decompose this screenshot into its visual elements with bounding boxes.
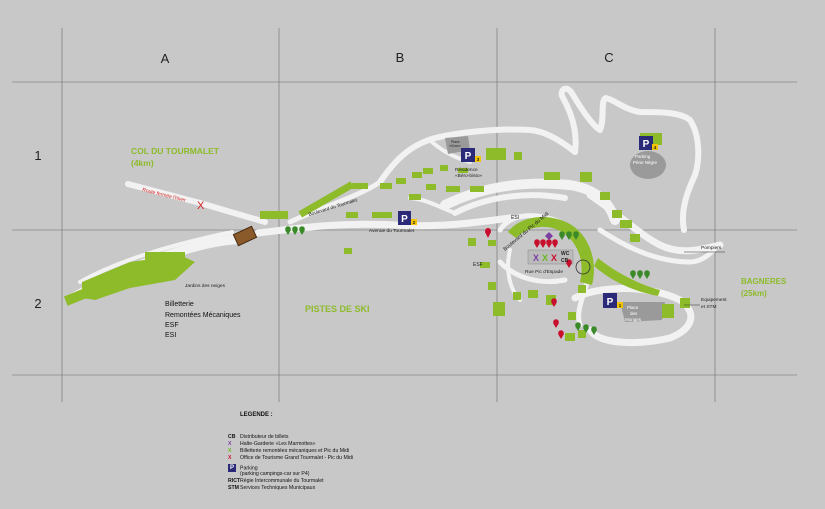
grid-row-1: 1: [34, 148, 41, 163]
service-esf: ESF: [165, 322, 179, 329]
grid-col-c: C: [604, 50, 613, 65]
bagneres-distance: (25km): [741, 289, 767, 298]
svg-text:4: 4: [654, 145, 657, 150]
jardins-neiges-label: Jardins des neiges: [185, 283, 226, 289]
place-monges-label-2: des: [630, 311, 638, 316]
legend-item-stm: STMServices Techniques Municipaux: [228, 485, 316, 491]
cb-label: CB: [561, 258, 569, 264]
svg-text:1: 1: [619, 303, 622, 308]
pin-red-icon: [546, 239, 552, 248]
pin-red-icon: [540, 239, 546, 248]
svg-text:P: P: [643, 139, 650, 150]
grid-col-a: A: [161, 51, 170, 66]
pin-green-icon: [637, 270, 643, 279]
legend-item-rict: RICTRégie Intercommunale du Tourmalet: [228, 478, 324, 484]
bagneres-title: BAGNERES: [741, 277, 787, 286]
pin-green-icon: [630, 270, 636, 279]
pistes-ski-label: PISTES DE SKI: [305, 304, 370, 314]
x-marker-green: X: [542, 253, 548, 263]
wc-label: WC: [561, 251, 570, 257]
place-gran-label-2: «Gran»: [449, 144, 461, 148]
pin-green-icon: [566, 231, 572, 240]
pin-red-icon: [553, 319, 559, 328]
col-tourmalet-title: COL DU TOURMALET: [131, 146, 220, 156]
pin-green-icon: [573, 231, 579, 240]
esf-label: ESF: [473, 262, 483, 268]
esi-label: ESI: [511, 215, 519, 221]
residence-name-label: «Béro-bisto»: [455, 173, 483, 179]
parking-p2: P 2: [398, 211, 417, 225]
pin-purple-icon: [545, 232, 553, 240]
x-marker-purple: X: [533, 253, 539, 263]
pin-green-icon: [285, 226, 291, 235]
service-remontees: Remontées Mécaniques: [165, 312, 241, 319]
services-list: Billetterie Remontées Mécaniques ESF ESI: [165, 301, 241, 339]
roundabout: [575, 259, 591, 275]
pin-red-icon: [534, 239, 540, 248]
pin-green-icon: [591, 326, 597, 335]
route-fermee-label: Route fermée l'hiver: [142, 187, 187, 204]
grid-col-b: B: [396, 50, 405, 65]
pin-green-icon: [559, 231, 565, 240]
equipement-stm-label: et STM: [701, 304, 716, 310]
svg-text:2: 2: [413, 220, 416, 225]
pompiers-label: Pompiers: [701, 245, 722, 251]
parking-pene-name-label: Pène Nègre: [633, 160, 658, 165]
svg-text:P: P: [401, 214, 408, 225]
pin-green-icon: [583, 324, 589, 333]
x-marker-red: X: [551, 253, 557, 263]
buildings: [63, 133, 690, 341]
pin-red-icon: [485, 228, 491, 238]
pin-green-icon: [292, 226, 298, 235]
pin-red-icon: [566, 259, 572, 268]
legend-title: LEGENDE :: [240, 412, 273, 418]
parking-p4: P 4: [639, 136, 658, 150]
parking-p3: P 3: [461, 148, 481, 162]
map-pins: [285, 226, 650, 339]
grey-areas: [445, 136, 666, 322]
svg-text:3: 3: [477, 157, 480, 162]
rue-pic-epade-label: Rue Pic d'Espade: [525, 269, 563, 275]
equipement-label: Equipement: [701, 297, 727, 303]
pin-green-icon: [644, 270, 650, 279]
place-gran-label-1: Place: [451, 140, 460, 144]
parking-pene-label: Parking: [635, 154, 651, 159]
pin-red-icon: [551, 298, 557, 307]
avenue-tourmalet-label: Avenue du Tourmalet: [369, 228, 415, 234]
station-x-markers: X X X: [533, 253, 557, 263]
pin-red-icon: [558, 330, 564, 339]
cable-car-station: [232, 225, 258, 247]
place-monges-label-3: Monges: [625, 317, 642, 322]
service-esi: ESI: [165, 332, 176, 339]
pin-green-icon: [575, 322, 581, 331]
grid-row-2: 2: [34, 296, 41, 311]
col-tourmalet-distance: (4km): [131, 158, 154, 168]
road-closed-x-icon: X: [197, 200, 205, 212]
pin-red-icon: [552, 239, 558, 248]
place-monges-label-1: Place: [627, 305, 639, 310]
svg-text:P: P: [465, 151, 472, 162]
pin-green-icon: [299, 226, 305, 235]
svg-text:P: P: [607, 297, 614, 308]
residence-label: Résidence: [455, 167, 478, 173]
parking-p1: P 1: [603, 293, 623, 308]
service-billetterie: Billetterie: [165, 301, 194, 308]
legend-item-parking-campings: (parking campings-car sur P4): [240, 471, 310, 477]
